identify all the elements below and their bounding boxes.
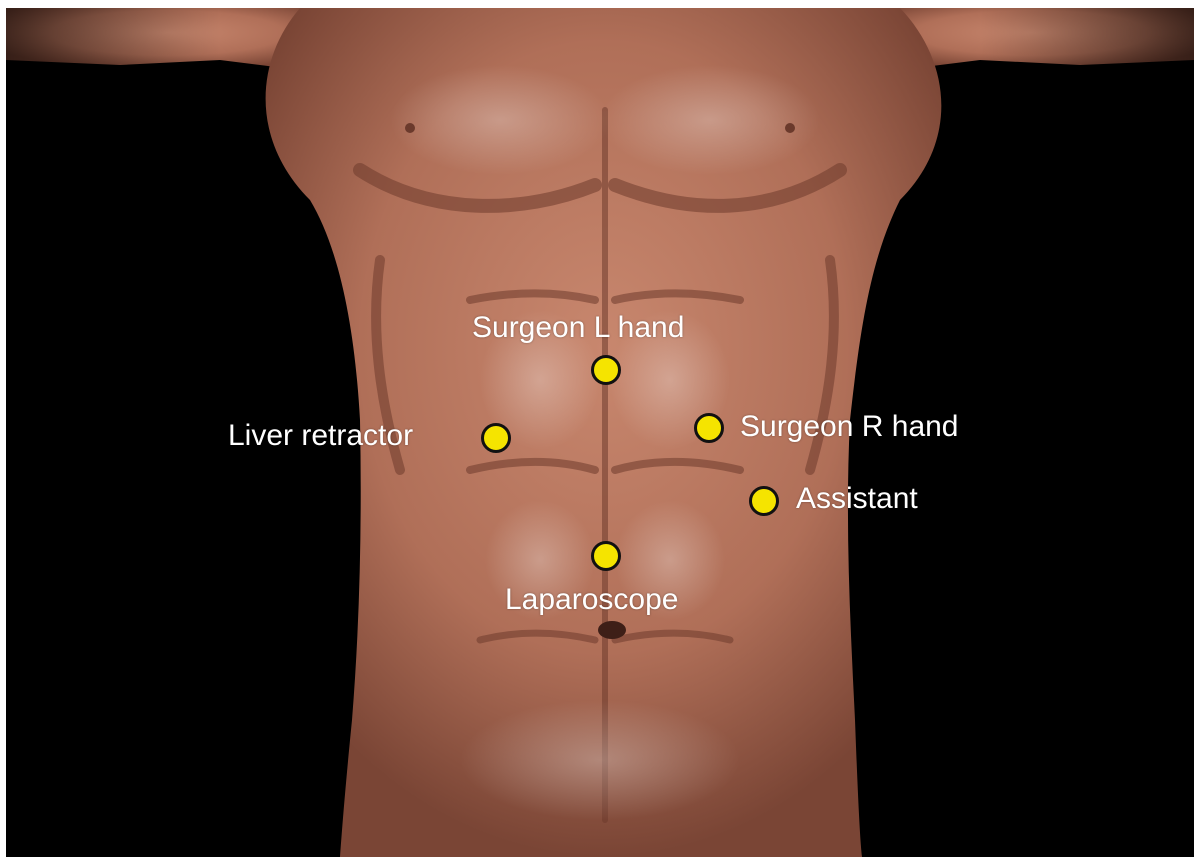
port-marker-laparoscope	[591, 541, 621, 571]
port-label-surgeon-r-hand: Surgeon R hand	[740, 412, 959, 442]
port-label-laparoscope: Laparoscope	[505, 585, 678, 615]
port-marker-surgeon-l-hand	[591, 355, 621, 385]
port-marker-surgeon-r-hand	[694, 413, 724, 443]
port-label-surgeon-l-hand: Surgeon L hand	[472, 313, 684, 343]
port-label-liver-retractor: Liver retractor	[228, 421, 413, 451]
right-nipple-shape	[785, 123, 795, 133]
port-label-assistant: Assistant	[796, 484, 918, 514]
navel-shape	[598, 621, 626, 639]
left-nipple-shape	[405, 123, 415, 133]
port-marker-liver-retractor	[481, 423, 511, 453]
port-marker-assistant	[749, 486, 779, 516]
